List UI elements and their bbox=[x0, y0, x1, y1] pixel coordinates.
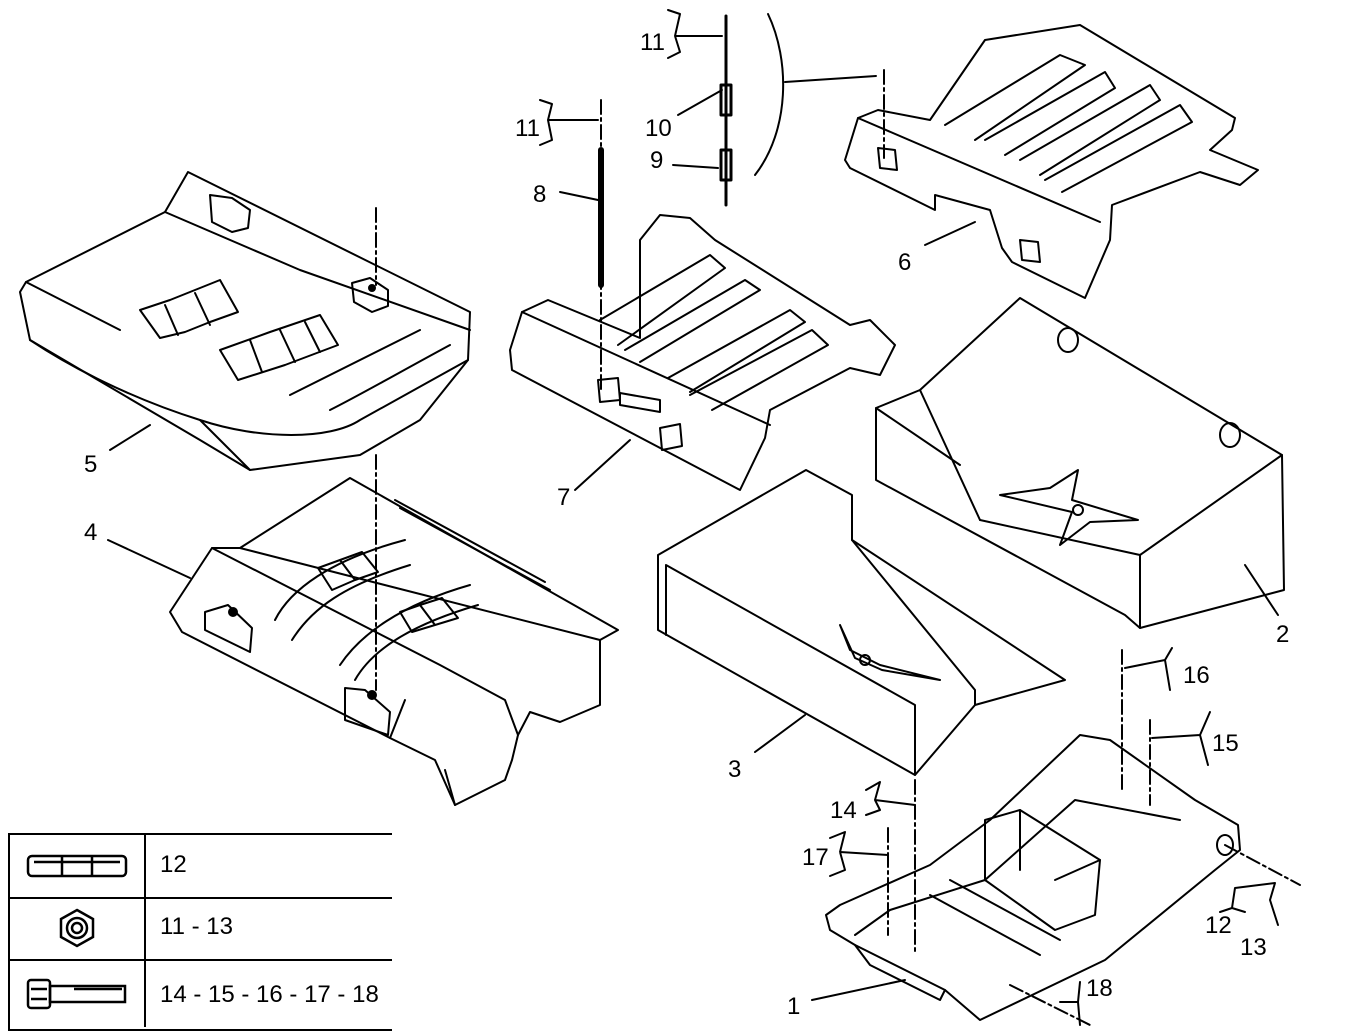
callout-5: 5 bbox=[84, 451, 97, 478]
shim-plate-icon bbox=[10, 835, 146, 897]
legend-row-nut: 11 - 13 bbox=[10, 897, 392, 961]
part-4-seat-base bbox=[169, 477, 619, 806]
callout-13: 13 bbox=[1240, 934, 1267, 961]
callout-3: 3 bbox=[728, 756, 741, 783]
callout-15: 15 bbox=[1212, 730, 1239, 757]
callout-17: 17 bbox=[802, 844, 829, 871]
legend-label-shim: 12 bbox=[160, 851, 187, 878]
callout-1: 1 bbox=[787, 993, 800, 1020]
legend-label-bolt: 14 - 15 - 16 - 17 - 18 bbox=[160, 981, 379, 1008]
legend-label-nut: 11 - 13 bbox=[160, 913, 233, 940]
legend-row-shim: 12 bbox=[10, 835, 392, 899]
part-7-suspension-rails bbox=[509, 99, 896, 491]
callout-10: 10 bbox=[645, 115, 672, 142]
legend-row-bolt: 14 - 15 - 16 - 17 - 18 bbox=[10, 961, 392, 1027]
part-2-tray bbox=[875, 297, 1285, 629]
part-1-frame bbox=[825, 649, 1301, 1026]
part-3-tray bbox=[657, 469, 1066, 776]
callout-7: 7 bbox=[557, 484, 570, 511]
part-5-seat-cushion bbox=[19, 171, 471, 691]
parts-8-9-10-rods bbox=[598, 13, 785, 288]
leader-lines bbox=[107, 9, 1279, 1026]
callout-9: 9 bbox=[650, 147, 663, 174]
callout-4: 4 bbox=[84, 519, 97, 546]
callout-12: 12 bbox=[1205, 912, 1232, 939]
callout-18: 18 bbox=[1086, 975, 1113, 1002]
hex-nut-icon bbox=[10, 897, 146, 959]
callout-labels: 1 2 3 4 5 6 7 8 9 10 11 11 12 13 14 15 1… bbox=[84, 29, 1289, 1020]
callout-11-left: 11 bbox=[515, 115, 540, 142]
callout-11-top: 11 bbox=[640, 29, 665, 56]
callout-8: 8 bbox=[533, 181, 546, 208]
part-6-seat-suspension bbox=[844, 24, 1259, 299]
hardware-legend: 12 11 - 13 14 - 15 - 16 - 17 - 18 bbox=[8, 833, 392, 1031]
callout-2: 2 bbox=[1276, 621, 1289, 648]
callout-16: 16 bbox=[1183, 662, 1210, 689]
callout-6: 6 bbox=[898, 249, 911, 276]
callout-14: 14 bbox=[830, 797, 857, 824]
bolt-icon bbox=[10, 961, 146, 1027]
